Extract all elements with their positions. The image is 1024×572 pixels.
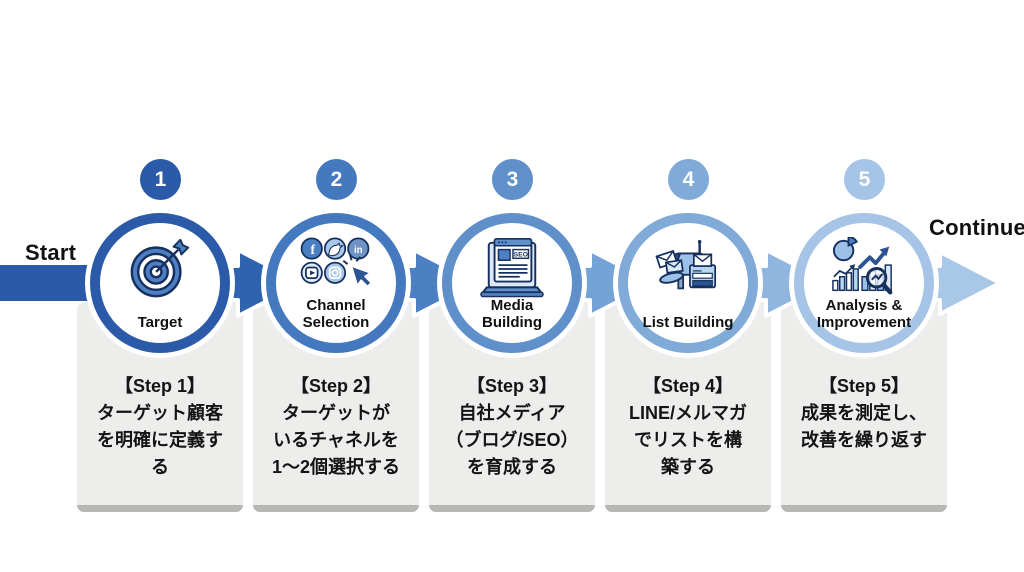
step-2-circle: f in — [266, 213, 406, 353]
step-5-number: 5 — [858, 167, 871, 191]
step-5-circle: Analysis & Improvement — [794, 213, 934, 353]
step-2-card: 【Step 2】 ターゲットが いるチャネルを 1〜2個選択する — [253, 302, 419, 512]
start-label: Start — [25, 240, 77, 265]
media-building-icon: SEO — [452, 233, 572, 303]
step-3-number-badge: 3 — [492, 159, 533, 200]
step-2-number: 2 — [330, 167, 343, 191]
card-bottom-shadow — [605, 505, 771, 512]
card-bottom-shadow — [253, 505, 419, 512]
analysis-improvement-icon — [804, 233, 924, 303]
step-4-circle: List Building — [618, 213, 758, 353]
step-2-title: 【Step 2】 — [290, 376, 382, 396]
step-2-number-badge: 2 — [316, 159, 357, 200]
step-1-number-badge: 1 — [140, 159, 181, 200]
step-5-number-badge: 5 — [844, 159, 885, 200]
step-2-circle-label: Channel Selection — [302, 297, 370, 331]
step-3-circle-label: Media Building — [482, 297, 542, 331]
card-bottom-shadow — [429, 505, 595, 512]
step-1-circle: Target — [90, 213, 230, 353]
step-1-title: 【Step 1】 — [114, 376, 206, 396]
step-1-circle-label: Target — [137, 314, 183, 331]
card-bottom-shadow — [781, 505, 947, 512]
svg-text:in: in — [354, 245, 363, 256]
step-3-description: 自社メディア （ブログ/SEO） を育成する — [445, 403, 579, 477]
step-4-description: LINE/メルマガ でリストを構 築する — [628, 403, 747, 477]
step-3-circle: SEO Media Building — [442, 213, 582, 353]
step-2-description: ターゲットが いるチャネルを 1〜2個選択する — [271, 403, 401, 477]
step-5-circle-label: Analysis & Improvement — [816, 297, 912, 331]
step-4-title: 【Step 4】 — [642, 376, 734, 396]
list-building-icon — [628, 233, 748, 303]
target-icon — [100, 233, 220, 303]
step-1-number: 1 — [154, 167, 167, 191]
step-4-circle-label: List Building — [642, 314, 734, 331]
step-3-number: 3 — [506, 167, 519, 191]
continue-label: Continue — [929, 215, 1024, 240]
svg-text:f: f — [310, 242, 315, 257]
step-4-number: 4 — [682, 167, 695, 191]
svg-text:SEO: SEO — [514, 252, 528, 259]
channel-selection-icon: f in — [276, 233, 396, 303]
step-5-title: 【Step 5】 — [818, 376, 910, 396]
card-bottom-shadow — [77, 505, 243, 512]
step-1-description: ターゲット顧客 を明確に定義す る — [97, 403, 223, 477]
step-5-description: 成果を測定し、 改善を繰り返す — [801, 403, 927, 450]
step-4-number-badge: 4 — [668, 159, 709, 200]
step-3-title: 【Step 3】 — [466, 376, 558, 396]
